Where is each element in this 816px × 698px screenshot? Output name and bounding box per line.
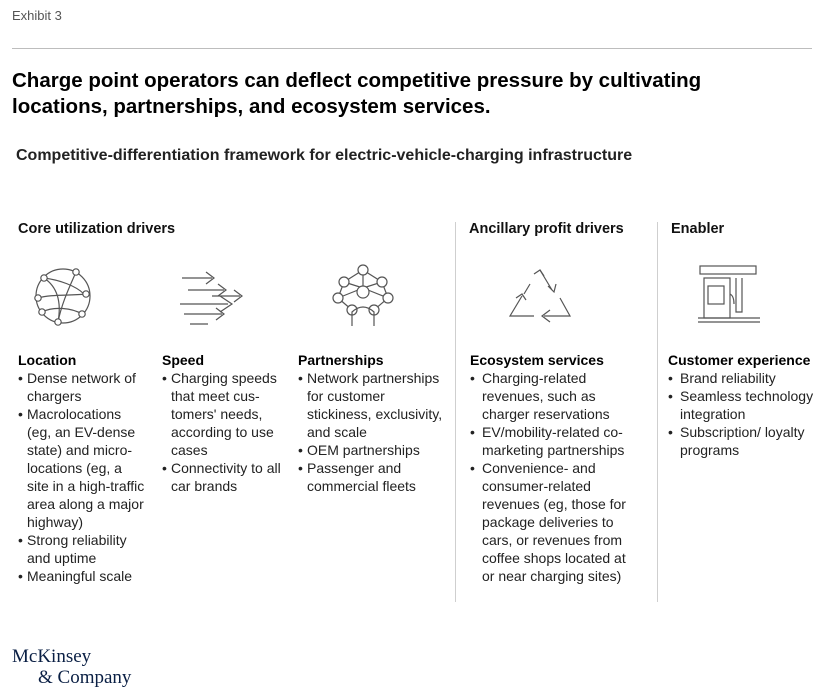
page-title: Charge point operators can deflect compe… [12, 69, 702, 118]
group-label-ancillary: Ancillary profit drivers [469, 221, 624, 237]
column-speed: Speed Charging speeds that meet cus-tome… [162, 351, 288, 495]
column-location: Location Dense network of chargers Macro… [18, 351, 146, 585]
list-item: OEM partnerships [298, 441, 448, 459]
bullet-list: Brand reliability Seamless technology in… [668, 369, 814, 459]
bullet-list: Charging speeds that meet cus-tomers' ne… [162, 369, 288, 495]
network-globe-icon [32, 264, 96, 328]
list-item: Meaningful scale [18, 567, 146, 585]
exhibit-label: Exhibit 3 [12, 8, 62, 23]
column-customer-experience: Customer experience Brand reliability Se… [668, 351, 814, 459]
column-partnerships: Partnerships Network partnerships for cu… [298, 351, 448, 495]
mckinsey-logo: McKinsey & Company [12, 646, 131, 688]
list-item: Charging-related revenues, such as charg… [470, 369, 640, 423]
group-label-core: Core utilization drivers [18, 221, 176, 237]
column-ecosystem-services: Ecosystem services Charging-related reve… [470, 351, 640, 585]
group-divider-2 [657, 222, 658, 602]
column-title: Location [18, 352, 77, 368]
bullet-list: Network partnerships for customer sticki… [298, 369, 448, 495]
bullet-list: Dense network of chargers Macrolocations… [18, 369, 146, 585]
logo-line-2: & Company [38, 667, 132, 688]
column-title: Customer experience [668, 352, 811, 368]
column-title: Speed [162, 352, 205, 368]
list-item: Passenger and commercial fleets [298, 459, 448, 495]
recycle-triangle-icon [508, 268, 572, 324]
list-item: Charging speeds that meet cus-tomers' ne… [162, 369, 288, 459]
column-title: Partnerships [298, 352, 384, 368]
chart-subtitle: Competitive-differentiation framework fo… [16, 147, 633, 164]
list-item: Subscription/ loyalty programs [668, 423, 814, 459]
logo-line-1: McKinsey [12, 646, 92, 667]
list-item: Strong reliability and uptime [18, 531, 146, 567]
list-item: Convenience- and consumer-related revenu… [470, 459, 640, 585]
list-item: EV/mobility-related co-marketing partner… [470, 423, 640, 459]
list-item: Connectivity to all car brands [162, 459, 288, 495]
bullet-list: Charging-related revenues, such as charg… [470, 369, 640, 585]
partnership-network-icon [330, 262, 396, 328]
group-label-enabler: Enabler [671, 221, 725, 237]
charging-station-icon [696, 264, 762, 324]
list-item: Seamless technology integration [668, 387, 814, 423]
list-item: Network partnerships for customer sticki… [298, 369, 448, 441]
list-item: Brand reliability [668, 369, 814, 387]
column-title: Ecosystem services [470, 352, 604, 368]
list-item: Macrolocations (eg, an EV-dense state) a… [18, 405, 146, 531]
speed-arrows-icon [178, 268, 254, 328]
top-divider [12, 48, 812, 49]
list-item: Dense network of chargers [18, 369, 146, 405]
group-divider-1 [455, 222, 456, 602]
